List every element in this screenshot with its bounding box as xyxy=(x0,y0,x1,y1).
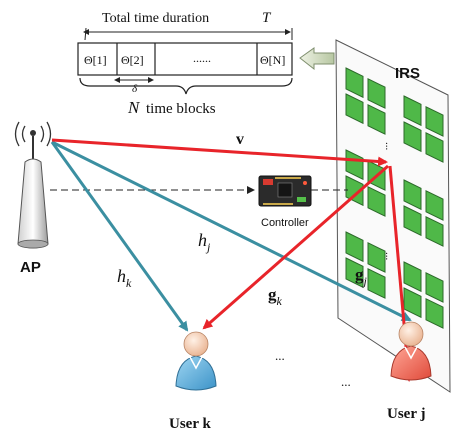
gk-sub: k xyxy=(277,294,283,308)
time-block-1: Θ[1] xyxy=(84,53,107,67)
gk-base: g xyxy=(268,285,277,304)
signal-wave-left-outer xyxy=(14,121,20,147)
user-j: User j xyxy=(387,321,432,422)
irs-label: IRS xyxy=(395,65,420,82)
controller-led xyxy=(303,181,307,185)
timing-frame: Total time duration T Θ[1] Θ[2] ...... Θ… xyxy=(77,10,335,117)
delta-symbol: δ xyxy=(132,83,138,95)
controller-label: Controller xyxy=(261,217,309,229)
irs-element-22 xyxy=(403,287,422,319)
irs-element-8 xyxy=(345,149,364,181)
link-ap-irs xyxy=(51,138,388,167)
link-ap-user-j xyxy=(51,140,412,322)
feedback-arrow xyxy=(299,47,335,71)
link-ap-user-k xyxy=(50,141,189,332)
total-duration-label: Total time duration xyxy=(102,11,209,26)
gj-base: g xyxy=(355,265,364,284)
n-blocks-brace xyxy=(79,77,293,95)
irs-element-1 xyxy=(367,77,386,109)
user-k-label: User k xyxy=(169,416,211,432)
duration-line-left xyxy=(84,27,87,41)
irs-element-21 xyxy=(425,271,444,303)
hk-sub: k xyxy=(126,276,132,290)
hk-label: hk xyxy=(117,266,132,290)
irs-element-4 xyxy=(403,95,422,127)
irs-element-12 xyxy=(403,179,422,211)
time-block-2: Θ[2] xyxy=(121,53,144,67)
user-j-head-icon xyxy=(398,321,424,347)
hj-sub: j xyxy=(205,240,211,254)
user-k-body-icon xyxy=(175,355,217,391)
gk-label: gk xyxy=(268,285,283,308)
irs-element-14 xyxy=(403,205,422,237)
antenna-tip xyxy=(30,130,36,136)
irs-element-11 xyxy=(367,185,386,217)
signal-wave-right-inner xyxy=(40,125,45,143)
controller-chip xyxy=(277,182,293,198)
user-k-head-icon xyxy=(183,331,209,357)
irs-element-2 xyxy=(345,93,364,125)
irs-element-15 xyxy=(425,215,444,247)
gj-label: gj xyxy=(355,265,368,288)
user-k: User k xyxy=(169,331,217,432)
irs-element-17 xyxy=(367,241,386,273)
controller-pins-top xyxy=(275,177,301,179)
ap-label: AP xyxy=(20,259,41,276)
gj-sub: j xyxy=(362,274,368,288)
irs-element-23 xyxy=(425,297,444,329)
n-symbol: N xyxy=(127,98,141,117)
irs-element-18 xyxy=(345,257,364,289)
irs-element-5 xyxy=(425,105,444,137)
controller-header-red xyxy=(263,179,273,185)
channel-links xyxy=(50,138,414,382)
ap-base xyxy=(17,239,49,249)
irs-element-20 xyxy=(403,261,422,293)
irs-element-19 xyxy=(367,267,386,299)
controller: Controller xyxy=(50,175,348,229)
irs-element-0 xyxy=(345,67,364,99)
hk-base: h xyxy=(117,266,126,286)
user-k-collar xyxy=(189,356,203,370)
access-point: AP xyxy=(14,121,52,276)
irs-dots-2: ... xyxy=(383,252,395,261)
irs-element-16 xyxy=(345,231,364,263)
time-block-n: Θ[N] xyxy=(260,53,285,67)
user-j-label: User j xyxy=(387,406,425,422)
irs-element-6 xyxy=(403,121,422,153)
irs-element-7 xyxy=(425,131,444,163)
hj-label: hj xyxy=(198,230,211,254)
controller-pins-bottom xyxy=(263,203,293,205)
v-label: v xyxy=(236,131,244,148)
link-irs-user-k xyxy=(202,164,389,330)
irs-element-3 xyxy=(367,103,386,135)
signal-wave-left-inner xyxy=(21,125,26,143)
irs-dots-1: ... xyxy=(383,142,395,151)
users-dots-1: ... xyxy=(275,348,285,363)
users-dots-2: ... xyxy=(341,374,351,389)
controller-header-green xyxy=(297,197,306,202)
irs-element-13 xyxy=(425,189,444,221)
signal-wave-right-outer xyxy=(46,121,52,147)
ap-tower-icon xyxy=(17,158,49,249)
time-block-dots: ...... xyxy=(193,51,211,65)
total-duration-symbol: T xyxy=(262,10,272,26)
time-block-frame xyxy=(77,42,293,76)
hj-base: h xyxy=(198,230,207,250)
n-blocks-label: time blocks xyxy=(146,101,216,117)
user-j-collar xyxy=(404,346,418,360)
user-j-body-icon xyxy=(390,345,432,381)
